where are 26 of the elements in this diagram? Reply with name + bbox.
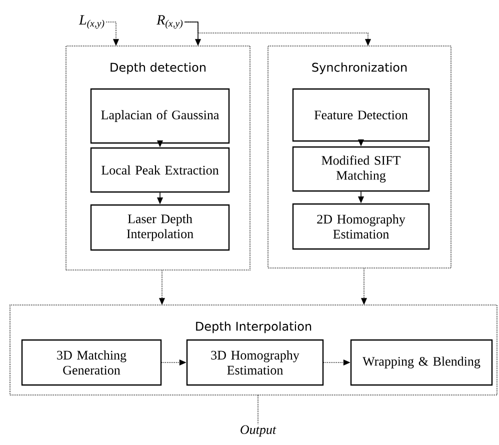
input-label: L$_{(x,y)}$ <box>78 15 104 29</box>
process-box: 3D Matching Generation <box>21 339 162 386</box>
process-box: Wrapping & Blending <box>350 339 493 386</box>
process-box: Laplacian of Gaussina <box>90 88 230 144</box>
group-heading: Synchronization <box>312 62 407 74</box>
group-heading: Depth detection <box>110 62 206 74</box>
arrow <box>157 192 163 204</box>
arrow <box>159 270 165 305</box>
arrow <box>358 191 364 204</box>
process-box: Local Peak Extraction <box>90 147 230 193</box>
process-box: Laser Depth Interpolation <box>90 204 230 251</box>
input-label: R$_{(x,y)}$ <box>156 15 183 29</box>
arrow <box>184 22 201 46</box>
arrow <box>106 22 119 46</box>
arrow <box>157 140 163 148</box>
output-label: Output <box>240 425 276 437</box>
arrow <box>161 360 186 366</box>
process-box: 3D Homography Estimation <box>186 339 324 386</box>
group-heading: Depth Interpolation <box>196 322 312 334</box>
process-box: Feature Detection <box>292 88 430 142</box>
process-box: Modified SIFT Matching <box>292 146 430 192</box>
arrow <box>323 360 350 366</box>
arrow <box>184 22 371 46</box>
arrow <box>361 268 367 305</box>
process-box: 2D Homography Estimation <box>292 203 430 250</box>
arrow <box>358 139 364 146</box>
